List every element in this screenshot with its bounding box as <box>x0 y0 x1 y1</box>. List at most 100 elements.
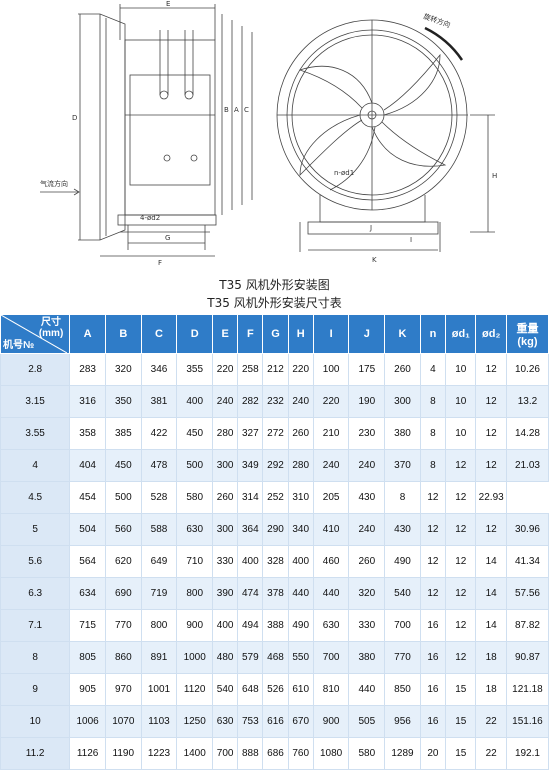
table-cell: 12 <box>475 449 507 482</box>
svg-text:A: A <box>234 106 239 114</box>
table-cell: 1250 <box>176 705 214 738</box>
table-cell: 240 <box>212 385 239 418</box>
table-cell: 330 <box>348 609 386 642</box>
table-cell: 12 <box>475 513 507 546</box>
table-cell: 670 <box>287 705 314 738</box>
table-cell: 770 <box>104 609 142 642</box>
table-cell: 1103 <box>140 705 178 738</box>
table-cell: 810 <box>312 673 350 706</box>
table-cell: 258 <box>237 353 264 386</box>
table-cell: 850 <box>384 673 421 706</box>
table-cell: 340 <box>287 513 314 546</box>
table-cell: 12 <box>445 545 477 578</box>
table-cell: 12 <box>445 481 477 514</box>
table-cell: 900 <box>176 609 214 642</box>
model-number-cell: 8 <box>0 641 71 674</box>
table-cell: 13.2 <box>505 385 549 418</box>
svg-text:4-ød2: 4-ød2 <box>140 214 160 222</box>
svg-text:J: J <box>369 224 372 232</box>
table-cell: 12 <box>445 609 477 642</box>
model-number-cell: 9 <box>0 673 71 706</box>
table-cell: 12 <box>419 577 447 610</box>
table-cell: 16 <box>419 705 447 738</box>
table-cell: 364 <box>237 513 264 546</box>
table-cell: 12 <box>445 577 477 610</box>
table-cell: 970 <box>104 673 142 706</box>
table-cell: 350 <box>104 385 142 418</box>
table-cell: 380 <box>384 417 421 450</box>
table-cell: 18 <box>475 641 507 674</box>
table-cell: 10 <box>445 417 477 450</box>
table-cell: 260 <box>348 545 386 578</box>
table-cell: 450 <box>104 449 142 482</box>
table-cell: 14 <box>475 609 507 642</box>
table-cell: 648 <box>237 673 264 706</box>
table-cell: 12 <box>419 481 447 514</box>
table-cell: 14.28 <box>505 417 549 450</box>
table-cell: 10.26 <box>505 353 549 386</box>
table-cell: 1400 <box>176 737 214 770</box>
table-cell: 430 <box>384 513 421 546</box>
table-cell: 16 <box>419 609 447 642</box>
table-cell: 630 <box>176 513 214 546</box>
table-cell: 616 <box>262 705 289 738</box>
front-view <box>276 19 495 252</box>
column-header: I <box>312 314 350 354</box>
installation-drawing: E B A C D G F 4-ød2 气流方向 <box>40 0 497 267</box>
table-cell: 390 <box>212 577 239 610</box>
table-cell: 1120 <box>176 673 214 706</box>
table-cell: 220 <box>287 353 314 386</box>
table-cell: 1070 <box>104 705 142 738</box>
table-cell: 15 <box>445 737 477 770</box>
table-cell: 316 <box>69 385 106 418</box>
column-header: F <box>237 314 264 354</box>
table-cell: 381 <box>140 385 178 418</box>
column-header: E <box>212 314 239 354</box>
table-cell: 320 <box>348 577 386 610</box>
column-header: K <box>384 314 421 354</box>
table-cell: 1080 <box>312 737 350 770</box>
table-cell: 505 <box>348 705 386 738</box>
column-header: 重量 (kg) <box>505 314 549 354</box>
model-number-cell: 3.55 <box>0 417 71 450</box>
table-cell: 753 <box>237 705 264 738</box>
table-cell: 700 <box>312 641 350 674</box>
table-cell: 540 <box>212 673 239 706</box>
table-cell: 12 <box>475 385 507 418</box>
table-cell: 560 <box>104 513 142 546</box>
table-cell: 12 <box>475 417 507 450</box>
table-cell: 1223 <box>140 737 178 770</box>
table-cell: 15 <box>445 673 477 706</box>
table-cell: 474 <box>237 577 264 610</box>
svg-text:旋转方向: 旋转方向 <box>422 11 451 29</box>
table-cell: 314 <box>237 481 264 514</box>
table-cell: 888 <box>237 737 264 770</box>
table-cell: 87.82 <box>505 609 549 642</box>
table-cell: 252 <box>262 481 289 514</box>
table-cell: 528 <box>140 481 178 514</box>
table-cell: 320 <box>104 353 142 386</box>
table-cell: 478 <box>140 449 178 482</box>
table-cell: 630 <box>212 705 239 738</box>
model-number-cell: 6.3 <box>0 577 71 610</box>
table-cell: 860 <box>104 641 142 674</box>
table-cell: 190 <box>348 385 386 418</box>
table-cell: 805 <box>69 641 106 674</box>
table-cell: 422 <box>140 417 178 450</box>
table-cell: 500 <box>176 449 214 482</box>
table-cell: 385 <box>104 417 142 450</box>
table-cell: 494 <box>237 609 264 642</box>
figure-caption: T35 风机外形安装图 <box>219 278 330 292</box>
model-number-cell: 4.5 <box>0 481 71 514</box>
table-cell: 15 <box>445 705 477 738</box>
table-cell: 649 <box>140 545 178 578</box>
table-cell: 272 <box>262 417 289 450</box>
table-cell: 30.96 <box>505 513 549 546</box>
